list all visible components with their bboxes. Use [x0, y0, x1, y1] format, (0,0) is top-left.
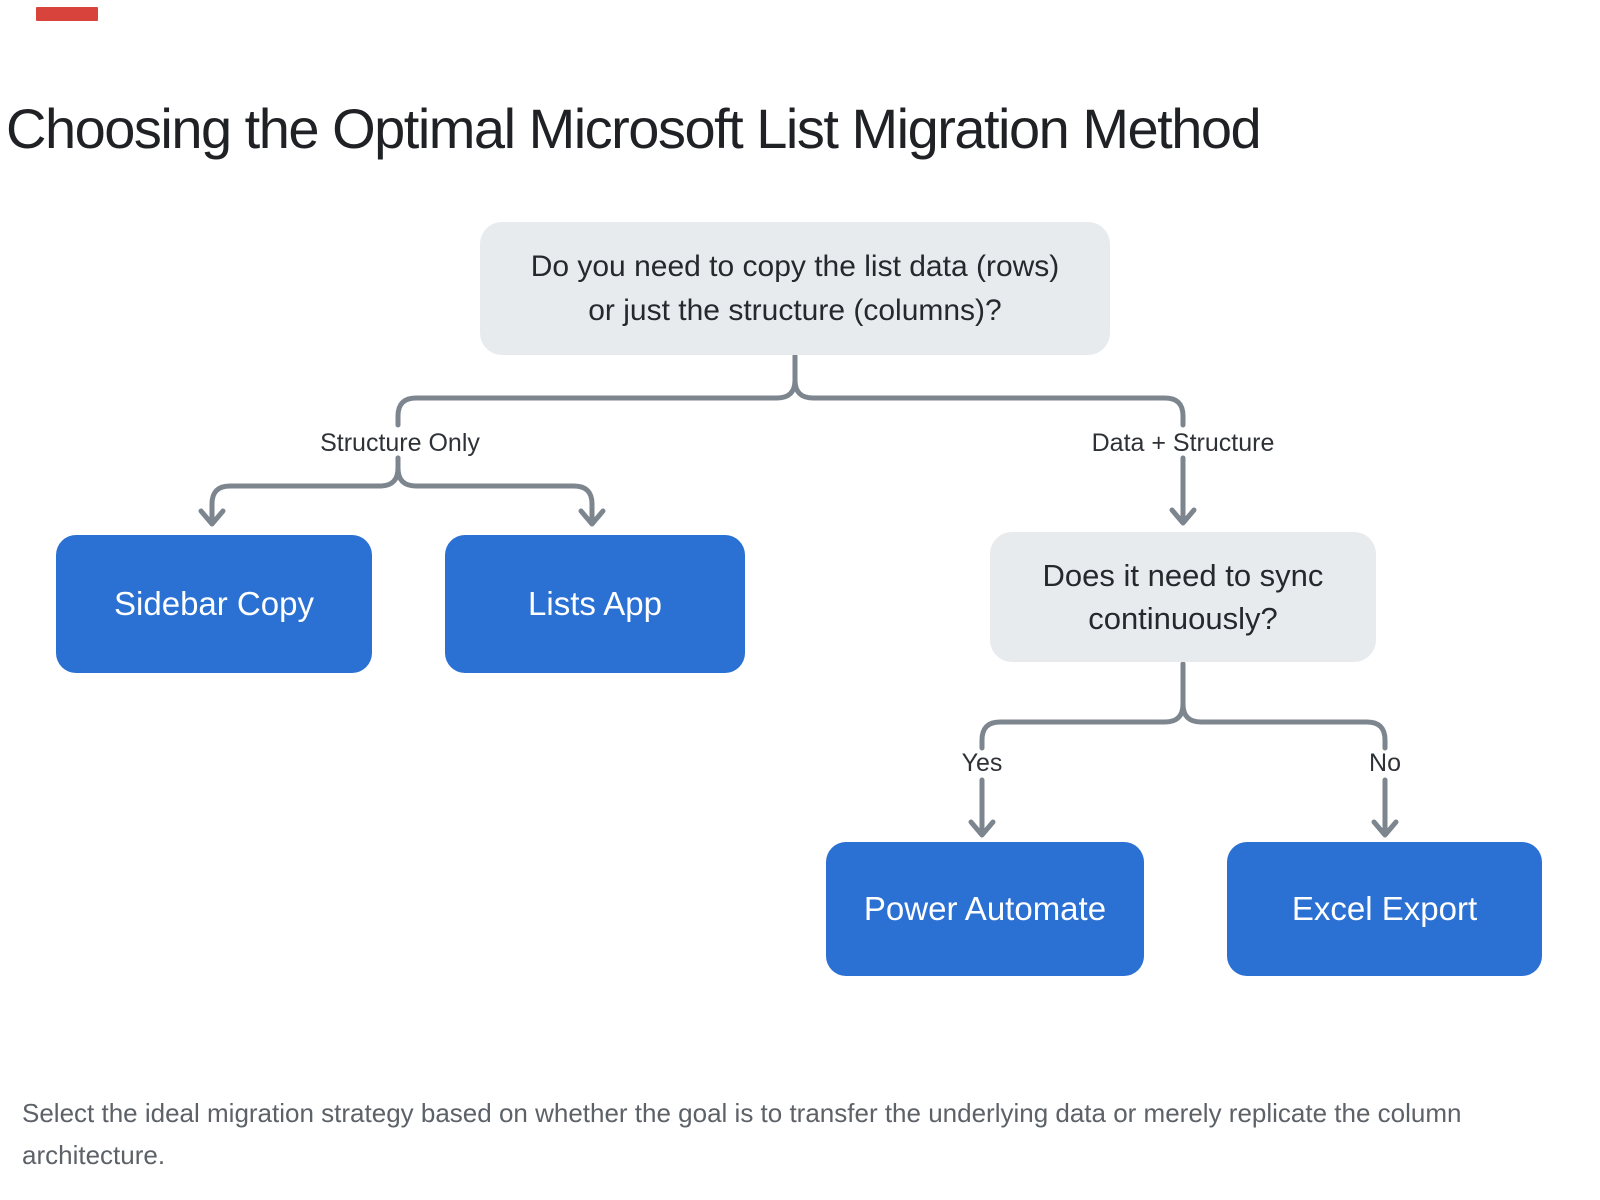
root-split-right-connector — [792, 353, 1186, 428]
page-title: Choosing the Optimal Microsoft List Migr… — [6, 96, 1262, 160]
sync-split-left-connector — [979, 661, 1186, 751]
no-arrowhead — [1371, 819, 1399, 838]
red-accent-bar — [36, 7, 98, 21]
decision-root-line1: Do you need to copy the list data (rows) — [530, 249, 1060, 283]
branch-label-yes: Yes — [961, 749, 1003, 777]
outcome-node-power-automate: Power Automate — [826, 842, 1144, 976]
decision-sync-line2: continuously? — [1088, 601, 1278, 636]
structure-split-right-arrow — [395, 455, 595, 525]
branch-label-structure-only: Structure Only — [320, 429, 480, 457]
data-structure-arrowhead — [1169, 507, 1197, 526]
figure-caption: Select the ideal migration strategy base… — [22, 1098, 1462, 1170]
outcome-node-excel-export: Excel Export — [1227, 842, 1542, 976]
sync-split-right-connector — [1180, 661, 1388, 751]
structure-split-right-arrowhead — [578, 508, 606, 527]
structure-split-left-arrowhead — [198, 508, 226, 527]
decision-sync-line1: Does it need to sync — [1042, 558, 1324, 593]
decision-node-root: Do you need to copy the list data (rows)… — [480, 222, 1110, 355]
outcome-excel-label: Excel Export — [1291, 890, 1478, 927]
root-split-left-connector — [395, 353, 798, 428]
outcome-sidebar-label: Sidebar Copy — [114, 585, 314, 622]
outcome-node-sidebar-copy: Sidebar Copy — [56, 535, 372, 673]
outcome-node-lists-app: Lists App — [445, 535, 745, 673]
decision-node-sync: Does it need to sync continuously? — [990, 532, 1376, 662]
outcome-power-label: Power Automate — [863, 890, 1107, 927]
outcome-lists-label: Lists App — [528, 585, 662, 622]
branch-label-data-structure: Data + Structure — [1091, 429, 1275, 457]
yes-arrowhead — [968, 819, 996, 838]
branch-label-no: No — [1369, 749, 1401, 777]
decision-root-line2: or just the structure (columns)? — [588, 293, 1002, 327]
structure-split-left-arrow — [209, 455, 401, 525]
